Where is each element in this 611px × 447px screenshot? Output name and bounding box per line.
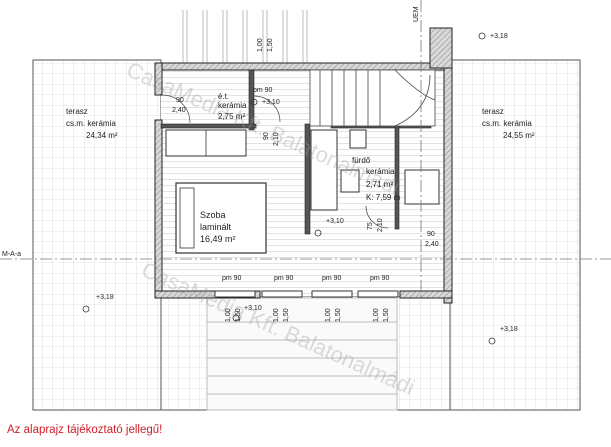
level-marker-tr: +3,18 (478, 32, 508, 40)
dim-door-hall-h: 2,40 (172, 107, 186, 114)
terrace-left-finish: cs.m. kerámia (66, 119, 116, 128)
terrace-right (449, 59, 581, 411)
dim-pm-3: pm 90 (322, 275, 342, 282)
terrace-left-area: 24,34 m² (86, 131, 118, 140)
level-marker-hall: +3,10 (250, 98, 280, 106)
bath-name: fürdő (352, 156, 371, 165)
level-marker-center: +3,10 (314, 218, 344, 237)
hall-finish: kerámia (218, 101, 247, 110)
svg-text:+3,18: +3,18 (96, 294, 114, 301)
dim-door-hall: 90 (176, 97, 184, 104)
dim-pm-2: pm 90 (274, 275, 294, 282)
door-swings (161, 94, 389, 229)
svg-text:+3,18: +3,18 (500, 326, 518, 333)
svg-text:+3,18: +3,18 (490, 33, 508, 40)
dim-210b: 2,10 (377, 218, 384, 232)
wardrobe (310, 129, 338, 211)
terrace-left (32, 59, 162, 411)
bath-finish: kerámia (366, 167, 395, 176)
dim-pm-4: pm 90 (370, 275, 390, 282)
level-marker-left: +3,18 (82, 294, 114, 313)
terrace-right-finish: cs.m. kerámia (482, 119, 532, 128)
dim-bot-3b: 1,50 (335, 308, 342, 322)
level-marker-right: +3,18 (488, 326, 518, 345)
dim-bot-2a: 1,00 (273, 308, 280, 322)
bottom-windows (214, 290, 399, 298)
dim-win-h: 2,40 (425, 241, 439, 248)
dim-win-w: 90 (427, 231, 435, 238)
level-marker-bottom: +3,10 (232, 305, 262, 322)
dim-210: 2,10 (273, 132, 280, 146)
dim-pm-hall: pm 90 (253, 87, 273, 94)
terrace-right-name: terasz (482, 107, 504, 116)
washbasin (340, 169, 360, 193)
hall-area: 2,75 m² (218, 112, 245, 121)
dim-pm-1: pm 90 (222, 275, 242, 282)
terrace-right-area: 24,55 m² (503, 131, 535, 140)
toilet (349, 129, 367, 149)
dim-bot-4a: 1,00 (373, 308, 380, 322)
outer-walls (154, 27, 453, 304)
hall-name: é.t. (218, 92, 229, 101)
svg-text:+3,10: +3,10 (262, 99, 280, 106)
section-mark-top: UEM (413, 6, 420, 22)
dim-top-b: 1,50 (267, 38, 274, 52)
dim-bot-3a: 1,00 (325, 308, 332, 322)
bath-area: 2,71 m² (366, 180, 393, 189)
staircase (309, 69, 436, 127)
dim-bot-1b: 1,50 (235, 308, 242, 322)
svg-text:+3,10: +3,10 (326, 218, 344, 225)
section-mark-left: M-A-a (2, 251, 21, 258)
shower (404, 169, 440, 205)
bath-perimeter: K: 7,59 m (366, 193, 401, 202)
bedroom-name: Szoba (200, 210, 226, 220)
dim-bot-2b: 1,50 (283, 308, 290, 322)
bedroom-finish: laminált (200, 222, 232, 232)
dim-top-a: 1,00 (257, 38, 264, 52)
pergola-beams (182, 10, 308, 68)
dim-90: 90 (263, 132, 270, 140)
svg-text:+3,10: +3,10 (244, 305, 262, 312)
bedroom-area: 16,49 m² (200, 234, 236, 244)
terrace-left-name: terasz (66, 107, 88, 116)
dim-75: 75 (367, 222, 374, 230)
dim-bot-1a: 1,00 (225, 308, 232, 322)
dim-bot-4b: 1,50 (383, 308, 390, 322)
entrance-steps (206, 297, 398, 411)
disclaimer-text: Az alaprajz tájékoztató jellegű! (7, 424, 163, 436)
